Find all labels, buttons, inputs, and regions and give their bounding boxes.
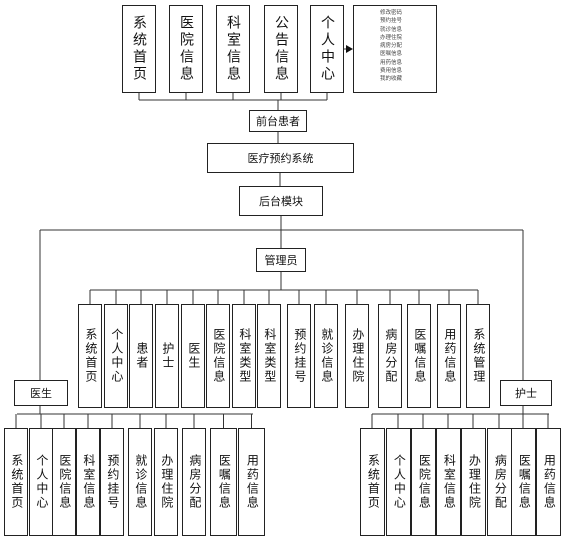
top-module-2: 科室信息 <box>216 5 250 93</box>
doctor-module-9: 用药信息 <box>238 428 265 536</box>
doctor-module-1-label: 个人中心 <box>34 454 49 510</box>
submenu-item: 医嘱信息 <box>380 51 403 58</box>
admin-module-12: 医嘱信息 <box>407 304 431 408</box>
admin-module-9: 就诊信息 <box>314 304 338 408</box>
admin-node: 管理员 <box>256 248 306 272</box>
nurse-node: 护士 <box>500 380 552 406</box>
nurse-module-4-label: 办理住院 <box>467 454 482 510</box>
nurse-module-2-label: 医院信息 <box>417 454 432 510</box>
doctor-module-4: 预约挂号 <box>100 428 124 536</box>
doctor-module-2: 医院信息 <box>52 428 76 536</box>
admin-module-10-label: 办理住院 <box>350 328 365 384</box>
nurse-module-5: 病房分配 <box>487 428 512 536</box>
admin-module-1: 个人中心 <box>104 304 128 408</box>
top-module-0: 系统首页 <box>122 5 156 93</box>
nurse-module-4: 办理住院 <box>461 428 486 536</box>
top-module-1: 医院信息 <box>169 5 203 93</box>
admin-module-14-label: 系统管理 <box>471 328 486 384</box>
admin-module-12-label: 医嘱信息 <box>412 328 427 384</box>
doctor-module-0-label: 系统首页 <box>9 454 24 510</box>
top-module-4-label: 个人中心 <box>319 15 336 83</box>
admin-module-5: 医院信息 <box>206 304 230 408</box>
nurse-module-1: 个人中心 <box>386 428 411 536</box>
backend-module-node: 后台模块 <box>239 186 323 216</box>
nurse-module-0: 系统首页 <box>360 428 385 536</box>
doctor-module-3: 科室信息 <box>76 428 100 536</box>
doctor-module-5-label: 就诊信息 <box>133 454 148 510</box>
admin-module-2: 患者 <box>129 304 153 408</box>
submenu-item: 就诊信息 <box>380 26 403 33</box>
top-module-1-label: 医院信息 <box>178 15 195 83</box>
top-module-3: 公告信息 <box>264 5 298 93</box>
doctor-module-3-label: 科室信息 <box>81 454 96 510</box>
top-module-4: 个人中心 <box>310 5 344 93</box>
nurse-module-3: 科室信息 <box>436 428 461 536</box>
admin-module-0: 系统首页 <box>78 304 102 408</box>
admin-module-10: 办理住院 <box>345 304 369 408</box>
admin-module-4: 医生 <box>181 304 205 408</box>
admin-module-9-label: 就诊信息 <box>319 328 334 384</box>
submenu-item: 用药信息 <box>380 59 403 66</box>
nurse-module-1-label: 个人中心 <box>392 454 407 510</box>
admin-module-4-label: 医生 <box>186 342 201 370</box>
submenu-item: 费用信息 <box>380 68 403 75</box>
admin-module-0-label: 系统首页 <box>83 328 98 384</box>
admin-module-11: 病房分配 <box>378 304 402 408</box>
admin-module-1-label: 个人中心 <box>109 328 124 384</box>
nurse-module-7: 用药信息 <box>536 428 561 536</box>
admin-module-3: 护士 <box>155 304 179 408</box>
doctor-module-6-label: 办理住院 <box>159 454 174 510</box>
admin-module-13: 用药信息 <box>437 304 461 408</box>
doctor-module-1: 个人中心 <box>29 428 53 536</box>
doctor-module-7-label: 病房分配 <box>187 454 202 510</box>
doctor-node: 医生 <box>14 380 68 406</box>
admin-module-14: 系统管理 <box>466 304 490 408</box>
doctor-module-2-label: 医院信息 <box>57 454 72 510</box>
top-module-2-label: 科室信息 <box>225 15 242 83</box>
admin-module-5-label: 医院信息 <box>211 328 226 384</box>
doctor-module-5: 就诊信息 <box>128 428 152 536</box>
nurse-module-6-label: 医嘱信息 <box>517 454 532 510</box>
admin-module-13-label: 用药信息 <box>442 328 457 384</box>
nurse-module-0-label: 系统首页 <box>366 454 381 510</box>
nurse-module-7-label: 用药信息 <box>542 454 557 510</box>
submenu-item: 修改密码 <box>380 10 403 16</box>
admin-module-8: 预约挂号 <box>287 304 311 408</box>
admin-module-7-label: 科室类型 <box>262 328 277 384</box>
submenu-item: 办理住院 <box>380 34 403 41</box>
top-module-3-label: 公告信息 <box>273 15 290 83</box>
admin-module-7: 科室类型 <box>257 304 281 408</box>
admin-module-11-label: 病房分配 <box>383 328 398 384</box>
nurse-module-3-label: 科室信息 <box>442 454 457 510</box>
doctor-module-7: 病房分配 <box>182 428 206 536</box>
top-module-0-label: 系统首页 <box>131 15 148 83</box>
doctor-module-9-label: 用药信息 <box>245 454 260 510</box>
admin-module-6-label: 科室类型 <box>237 328 252 384</box>
doctor-module-8: 医嘱信息 <box>210 428 237 536</box>
doctor-module-4-label: 预约挂号 <box>105 454 120 510</box>
nurse-module-6: 医嘱信息 <box>511 428 536 536</box>
submenu-item: 预约挂号 <box>380 18 403 25</box>
nurse-module-5-label: 病房分配 <box>493 454 508 510</box>
front-patient-node: 前台患者 <box>249 110 307 132</box>
admin-module-8-label: 预约挂号 <box>292 328 307 384</box>
doctor-module-8-label: 医嘱信息 <box>217 454 232 510</box>
personal-center-submenu: 修改密码预约挂号就诊信息办理住院病房分配医嘱信息用药信息费用信息我的收藏 <box>353 5 437 93</box>
admin-module-6: 科室类型 <box>232 304 256 408</box>
submenu-arrow-head <box>346 45 353 53</box>
nurse-module-2: 医院信息 <box>411 428 436 536</box>
system-title-node: 医疗预约系统 <box>207 143 354 173</box>
doctor-module-6: 办理住院 <box>154 428 178 536</box>
doctor-module-0: 系统首页 <box>4 428 28 536</box>
admin-module-3-label: 护士 <box>160 342 175 370</box>
submenu-item: 病房分配 <box>380 43 403 50</box>
admin-module-2-label: 患者 <box>134 342 149 370</box>
submenu-item: 我的收藏 <box>380 76 403 83</box>
